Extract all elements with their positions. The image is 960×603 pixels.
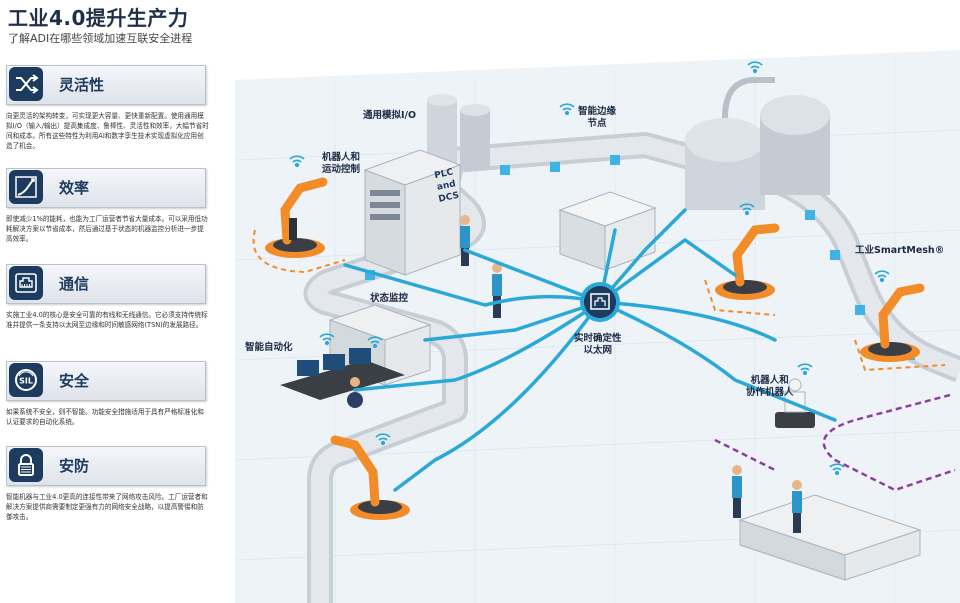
section-banner: 效率 <box>6 168 206 208</box>
page-title: 工业4.0提升生产力 <box>8 6 189 30</box>
efficiency-gauge-icon <box>9 170 43 204</box>
section-security: 安防 智能机器与工业4.0更高的连接性带来了网络攻击风险。工厂运营者和解决方案提… <box>6 446 208 522</box>
robot-arm-1 <box>265 177 328 258</box>
cobot-path <box>822 393 956 492</box>
section-banner: SIL 安全 <box>6 361 206 401</box>
sil-badge-icon: SIL <box>9 363 43 397</box>
section-description: 实施工业4.0的核心是安全可靠的有线和无线通信。它必须支持传统标准并提供一条支持… <box>6 311 208 329</box>
mobile-cobot <box>775 378 815 428</box>
robot-arm-2 <box>715 223 780 300</box>
section-efficiency: 效率 即使减少1%的能耗，也能为工厂运营者节省大量成本。可以采用低功耗解决方案以… <box>6 168 208 244</box>
section-description: 如果系统不安全，则不智能。功能安全措施适用于具有严格标准化和认证要求的自动化系统… <box>6 408 204 426</box>
robot-arm-4 <box>330 435 410 520</box>
section-description: 即使减少1%的能耗，也能为工厂运营者节省大量成本。可以采用低功耗解决方案以节省成… <box>6 215 208 243</box>
section-title: 安防 <box>59 457 90 475</box>
section-banner: 安防 <box>6 446 206 486</box>
callout-smartmesh: 工业SmartMesh® <box>855 245 945 256</box>
svg-text:SIL: SIL <box>19 377 33 386</box>
callout-universal-io: 通用模拟I/O <box>363 110 417 121</box>
cobot-path-2 <box>714 438 776 472</box>
section-title: 灵活性 <box>59 76 105 94</box>
storage-tanks <box>427 77 830 210</box>
callout-cobots: 机器人和 协作机器人 <box>746 375 794 398</box>
section-communication: 通信 实施工业4.0的核心是安全可靠的有线和无线通信。它必须支持传统标准并提供一… <box>6 264 208 330</box>
callout-condition-monitoring: 状态监控 <box>370 293 409 304</box>
ethernet-port-icon <box>9 266 43 300</box>
shuffle-icon <box>9 67 43 101</box>
callout-edge-node: 智能边缘 节点 <box>578 106 617 129</box>
safety-zones <box>252 229 946 372</box>
section-title: 安全 <box>59 372 90 390</box>
plc-cabinet <box>363 149 462 276</box>
ethernet-switch <box>580 282 620 322</box>
workers <box>460 215 802 533</box>
section-flexibility: 灵活性 向更灵活的架构转变，可实现更大容量、更快重新配置。使用通用模拟I/O（输… <box>6 65 209 151</box>
factory-diagram <box>234 50 960 603</box>
robot-arm-3 <box>860 283 925 362</box>
section-safety: SIL 安全 如果系统不安全，则不智能。功能安全措施适用于具有严格标准化和认证要… <box>6 361 206 427</box>
section-title: 效率 <box>59 179 90 197</box>
callout-smart-automation: 智能自动化 <box>245 342 293 353</box>
wifi-icons <box>289 61 890 476</box>
section-banner: 灵活性 <box>6 65 206 105</box>
section-description: 向更灵活的架构转变，可实现更大容量、更快重新配置。使用通用模拟I/O（输入/输出… <box>6 112 209 150</box>
inspection-station <box>738 494 922 581</box>
padlock-icon <box>9 448 43 482</box>
section-banner: 通信 <box>6 264 206 304</box>
section-description: 智能机器与工业4.0更高的连接性带来了网络攻击风险。工厂运营者和解决方案提供商需… <box>6 493 208 521</box>
section-title: 通信 <box>59 275 90 293</box>
callout-robot-motion: 机器人和 运动控制 <box>322 152 361 175</box>
callout-realtime-ethernet: 实时确定性 以太网 <box>574 333 622 356</box>
page-subtitle: 了解ADI在哪些领域加速互联安全进程 <box>8 32 193 45</box>
automation-workstation <box>280 348 405 408</box>
